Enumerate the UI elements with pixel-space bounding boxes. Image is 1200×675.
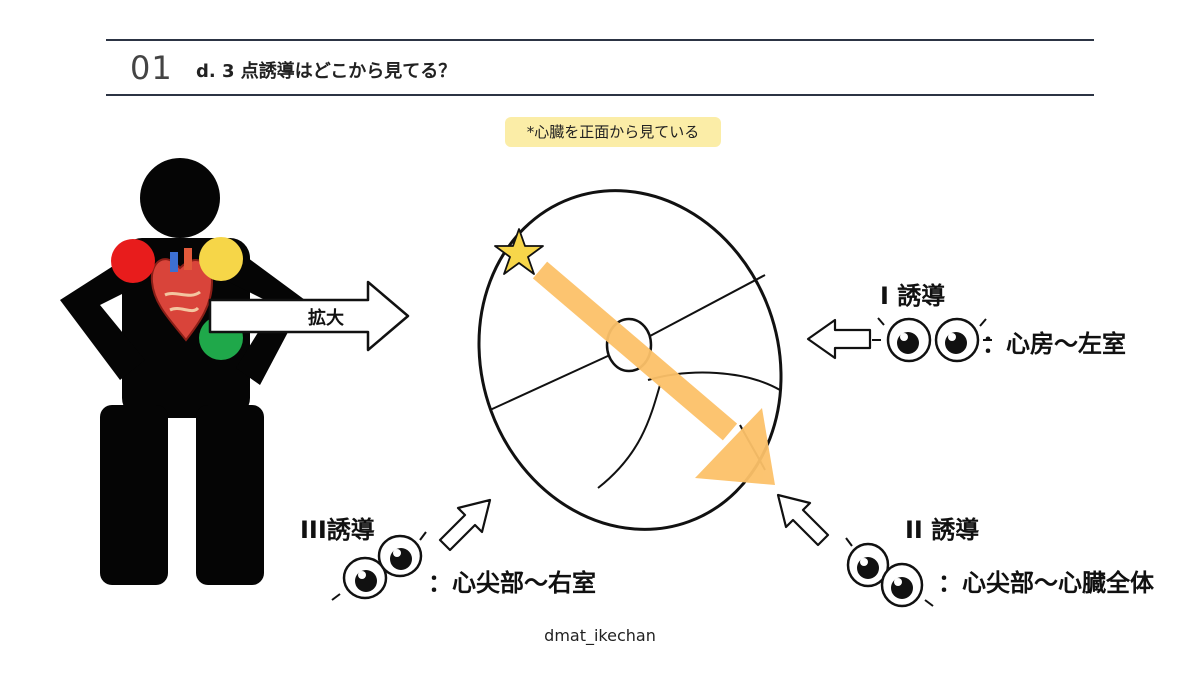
electrode-yellow (199, 237, 243, 281)
header-top-rule (106, 39, 1094, 41)
author-credit: dmat_ikechan (544, 626, 656, 645)
lead-1-name: I 誘導 (880, 282, 946, 310)
lead-3-name: III誘導 (300, 516, 375, 544)
lead-2-eyes-icon (845, 537, 934, 608)
lead-3-eyes-icon (331, 531, 427, 601)
lead-2-arrow-icon (776, 493, 830, 547)
lead-2-name: II 誘導 (905, 516, 980, 544)
heart-illustration (150, 248, 214, 342)
lead-1-arrow-icon (806, 318, 872, 360)
figure-left-arm (60, 252, 150, 380)
zoom-label: 拡大 (308, 307, 344, 329)
star-icon (494, 228, 544, 275)
lead-1-desc: ：心房〜左室 (982, 330, 1126, 358)
section-number: 01 (130, 49, 173, 87)
zoom-arrow-icon (208, 280, 410, 352)
electrode-red (111, 239, 155, 283)
electrical-axis-arrow (532, 261, 775, 485)
lead-3-arrow-icon (438, 498, 492, 552)
figure-right-arm (225, 252, 305, 385)
lead-2-desc: ：心尖部〜心臓全体 (938, 569, 1154, 597)
human-figure (60, 158, 305, 585)
figure-head (140, 158, 220, 238)
note-badge: *心臓を正面から見ている (505, 117, 721, 147)
section-title: d. 3 点誘導はどこから見てる？ (196, 61, 457, 82)
header-bottom-rule (106, 94, 1094, 96)
lead-1-eyes-icon (872, 317, 992, 363)
figure-right-leg (196, 405, 264, 585)
lead-3-desc: ：心尖部〜右室 (428, 569, 596, 597)
figure-left-leg (100, 405, 168, 585)
